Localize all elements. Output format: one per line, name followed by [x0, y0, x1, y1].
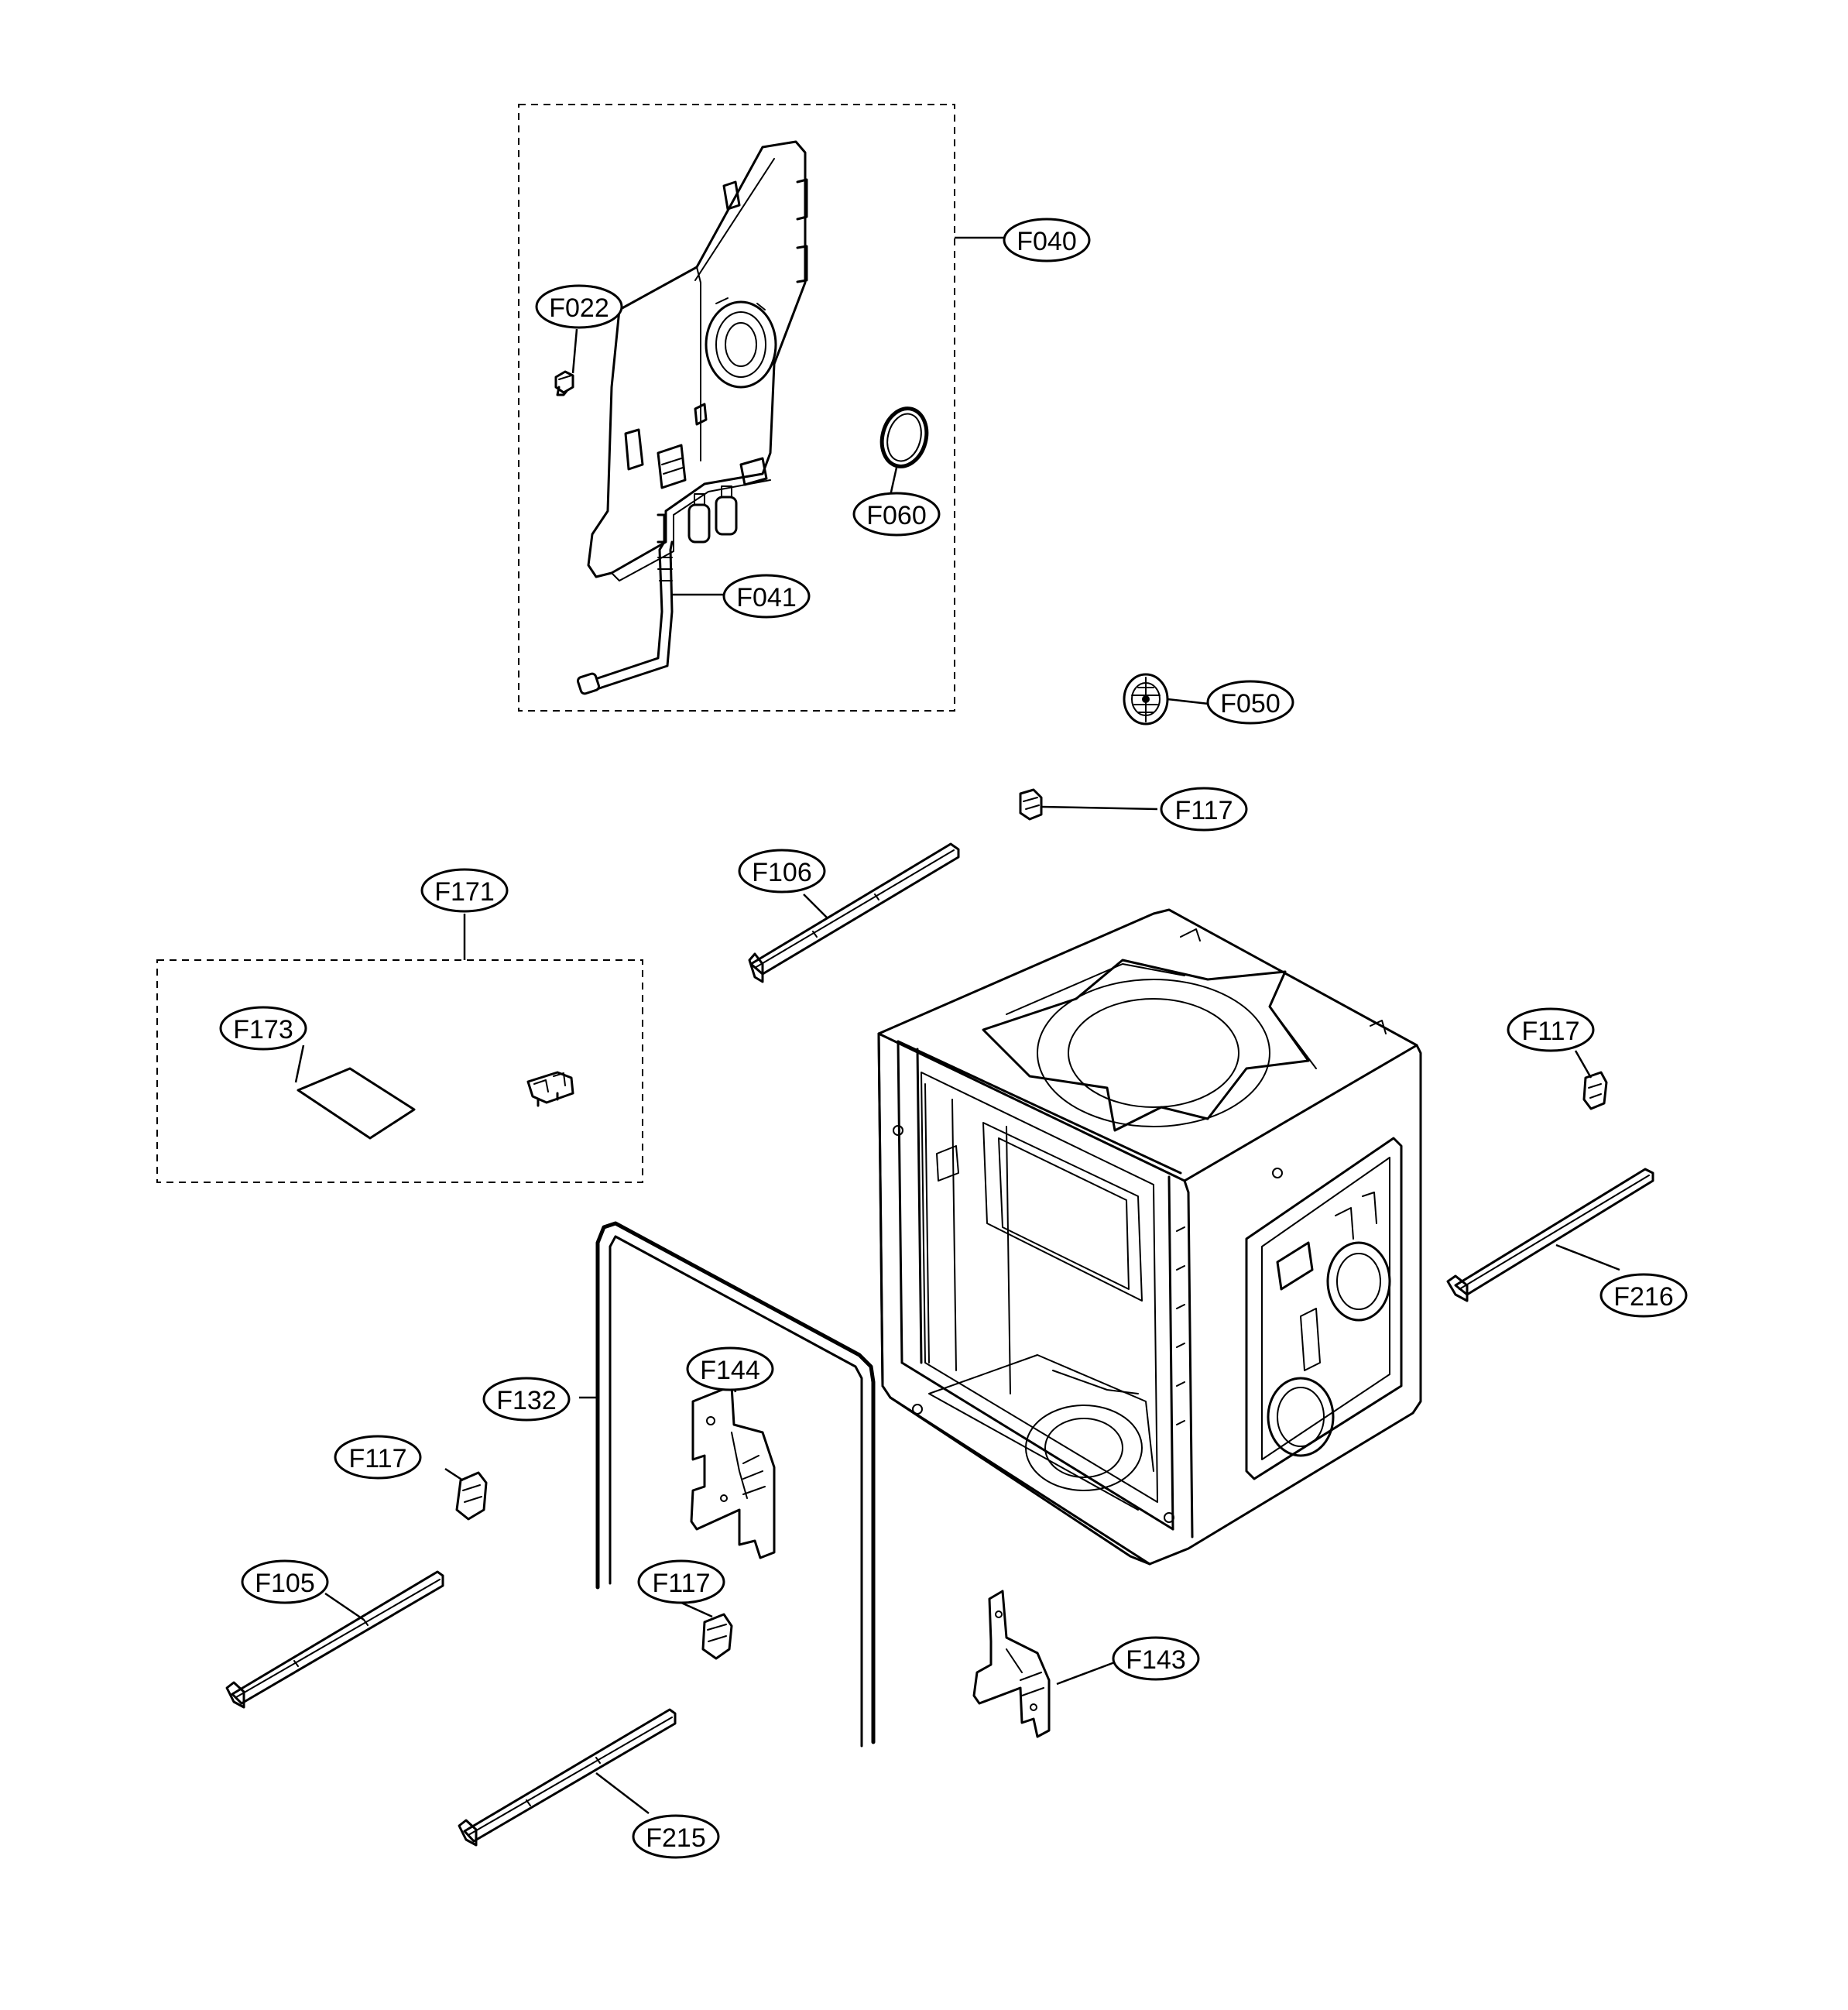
f132-gasket-part — [595, 1221, 876, 1748]
f105-rail-part — [225, 1570, 444, 1709]
leader-lines — [294, 236, 1620, 1814]
callout-label: F060 — [866, 501, 927, 530]
callout-label: F040 — [1017, 227, 1077, 256]
callout-f041: F041 — [722, 574, 811, 619]
f117-clip-part-mid — [701, 1613, 733, 1660]
callout-label: F117 — [1175, 796, 1233, 825]
f106-rail-part — [748, 842, 960, 983]
callout-f022: F022 — [535, 284, 623, 329]
callout-label: F022 — [549, 293, 609, 323]
callout-f117-top: F117 — [1160, 787, 1248, 832]
callout-f216: F216 — [1599, 1273, 1688, 1318]
f040-sump-bracket-part — [587, 140, 808, 581]
callout-f106: F106 — [738, 849, 826, 894]
callout-label: F117 — [1522, 1017, 1580, 1046]
callout-label: F143 — [1126, 1645, 1186, 1675]
f171-kit-boundary — [156, 959, 643, 1183]
f144-hinge-bracket-part — [690, 1384, 776, 1559]
callout-label: F144 — [700, 1356, 760, 1385]
f117-clip-part-left — [455, 1471, 488, 1521]
f117-clip-part-top — [1019, 788, 1043, 821]
f041-hose-part — [576, 540, 674, 695]
f050-filter-disc-part — [1123, 673, 1169, 725]
callout-f040: F040 — [1003, 218, 1091, 262]
callout-label: F105 — [255, 1569, 315, 1598]
f171-connector-part — [526, 1071, 574, 1107]
callout-label: F041 — [736, 583, 797, 612]
f215-rail-part — [458, 1708, 677, 1847]
callout-f117-mid: F117 — [637, 1559, 725, 1604]
callout-f117-right: F117 — [1507, 1007, 1595, 1052]
callout-label: F106 — [752, 858, 812, 887]
callout-label: F117 — [653, 1569, 711, 1598]
callout-f173: F173 — [219, 1006, 307, 1051]
callout-f105: F105 — [241, 1559, 329, 1604]
f216-rail-part — [1446, 1168, 1654, 1302]
f022-screw-part — [554, 370, 574, 396]
callout-f132: F132 — [482, 1377, 571, 1422]
tub-cabinet-part — [877, 908, 1422, 1566]
f143-hinge-bracket-part — [972, 1590, 1051, 1738]
callout-f215: F215 — [632, 1814, 720, 1859]
f117-clip-part-right — [1582, 1071, 1608, 1110]
callout-label: F216 — [1613, 1282, 1674, 1312]
callout-f117-left: F117 — [334, 1435, 422, 1480]
callout-label: F117 — [349, 1444, 407, 1473]
callout-f171: F171 — [420, 868, 509, 913]
callout-f144: F144 — [686, 1346, 774, 1391]
callout-f060: F060 — [852, 492, 941, 537]
callout-label: F171 — [434, 877, 495, 907]
f060-o-ring-part — [879, 406, 929, 468]
callout-label: F050 — [1220, 689, 1281, 719]
callout-label: F132 — [496, 1386, 557, 1415]
callout-f143: F143 — [1112, 1636, 1200, 1681]
callout-label: F173 — [233, 1015, 293, 1044]
f173-sheet-part — [297, 1067, 416, 1140]
callout-f050: F050 — [1206, 680, 1294, 725]
callout-label: F215 — [646, 1823, 706, 1853]
